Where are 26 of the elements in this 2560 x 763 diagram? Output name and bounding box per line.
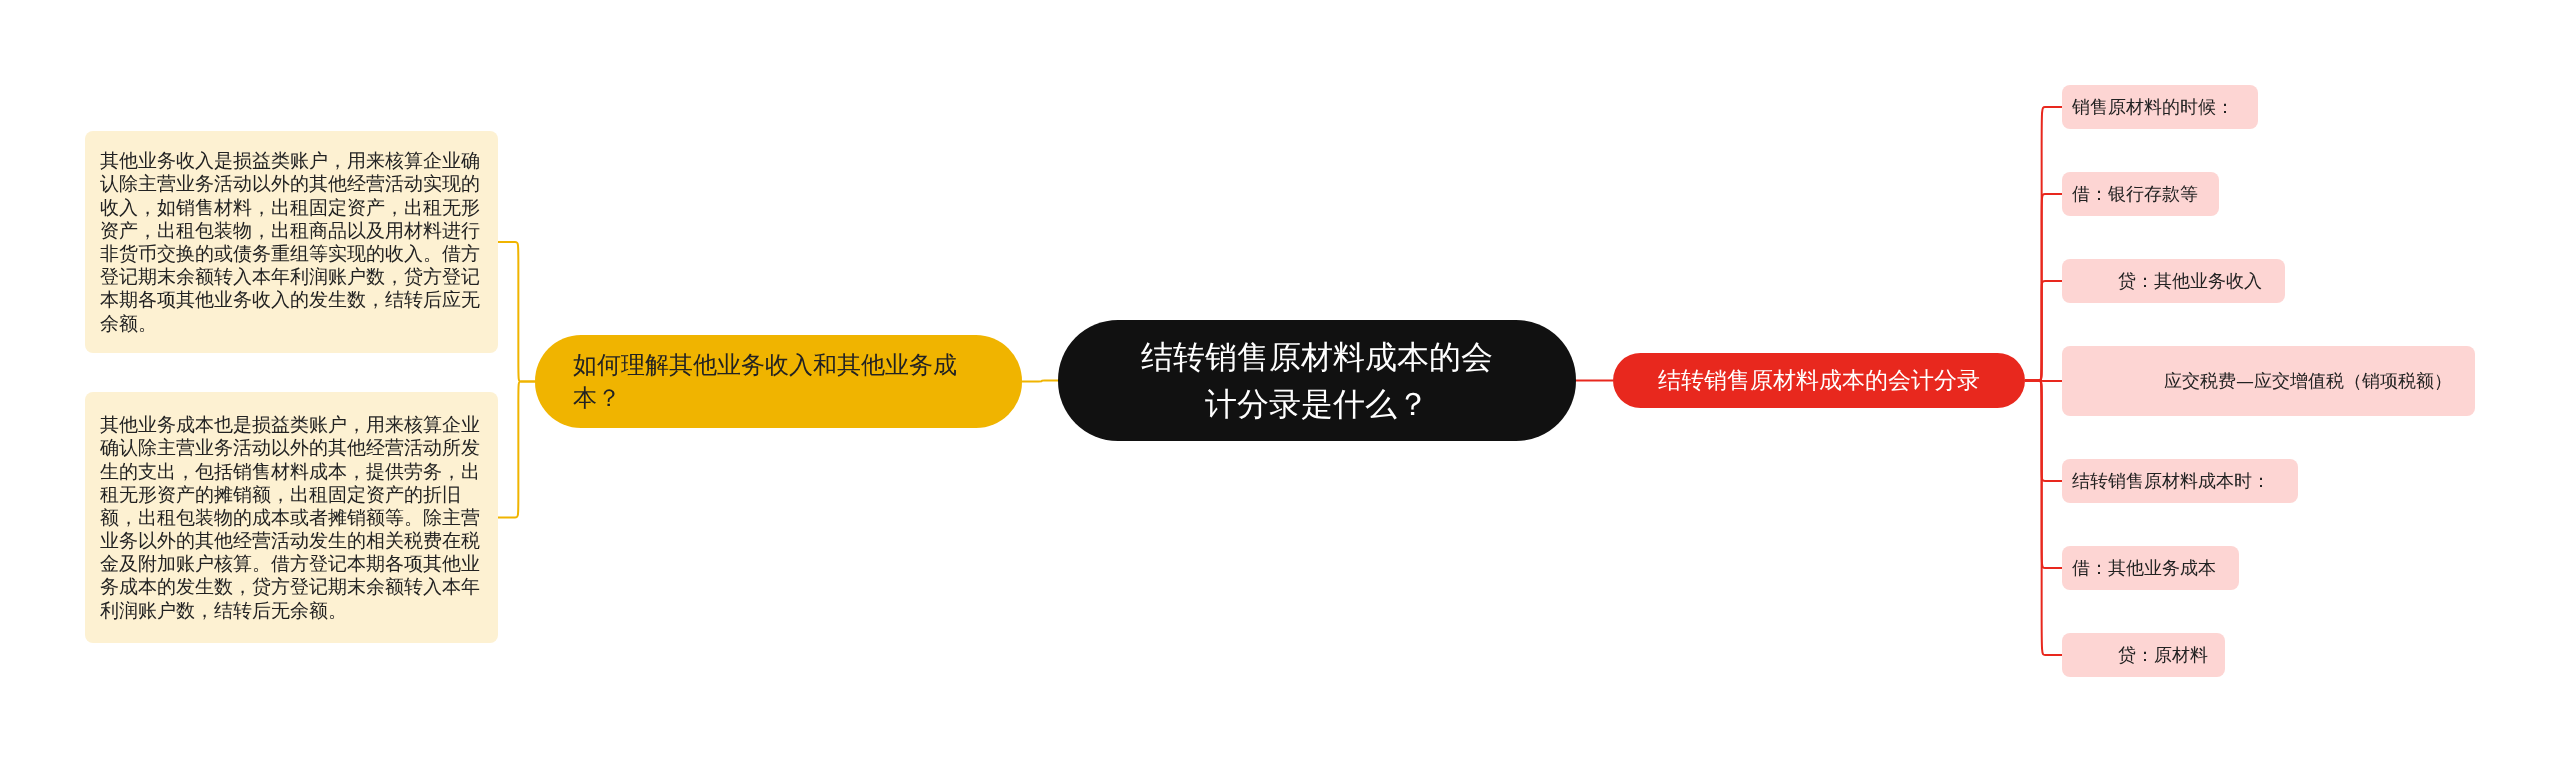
connector bbox=[1575, 379, 1614, 382]
note-box bbox=[85, 392, 498, 643]
node-text: 结转销售原材料成本的会计分录是什么？ bbox=[1140, 337, 1494, 425]
leaf-box bbox=[2062, 172, 2219, 216]
node-text: 贷：其他业务收入 bbox=[2117, 269, 2263, 293]
leaf-box bbox=[2062, 259, 2285, 303]
connector bbox=[1021, 379, 1059, 383]
node-text: 应交税费—应交增值税（销项税额） bbox=[2163, 369, 2453, 393]
node-text: 销售原材料的时候： bbox=[2072, 95, 2235, 119]
leaf-box bbox=[2062, 346, 2475, 416]
note-box bbox=[85, 131, 498, 353]
node-text: 结转销售原材料成本时： bbox=[2072, 469, 2271, 493]
node-text: 结转销售原材料成本的会计分录 bbox=[1657, 365, 1981, 395]
node-text: 借：其他业务成本 bbox=[2072, 556, 2217, 580]
connector bbox=[2024, 379, 2063, 656]
leaf-box bbox=[2062, 546, 2239, 590]
connector bbox=[497, 380, 536, 519]
leaf-box bbox=[2062, 85, 2258, 129]
topic-box bbox=[1613, 353, 2025, 408]
node-text: 贷：原材料 bbox=[2117, 643, 2209, 667]
node-text: 其他业务成本也是损益类账户，用来核算企业确认除主营业务活动以外的其他经营活动所发生的支出，包括销售材料成本，提供劳务，出租无形资产的摊销额，出租固定资产的折旧额，出租包装物的成本或者摊销额等。除主营业务以外的其他经营活动发生的相关税费在税金及附加账户核算。借方登记本期各项其他业务成本的发生数，贷方登记期末余额转入本年利润账户数，结转后无余额。 bbox=[100, 413, 481, 622]
node-text: 其他业务收入是损益类账户，用来核算企业确认除主营业务活动以外的其他经营活动实现的收入，如销售材料，出租固定资产，出租无形资产，出租包装物，出租商品以及用材料进行非货币交换的或债务重组等实现的收入。借方登记期末余额转入本年利润账户数，贷方登记本期各项其他业务收入的发生数，结转后应无余额。 bbox=[100, 149, 481, 335]
leaf-box bbox=[2062, 459, 2298, 503]
node-text: 借：银行存款等 bbox=[2072, 182, 2199, 206]
node-text: 如何理解其他业务收入和其他业务成本？ bbox=[573, 350, 958, 414]
leaf-box bbox=[2062, 633, 2225, 677]
